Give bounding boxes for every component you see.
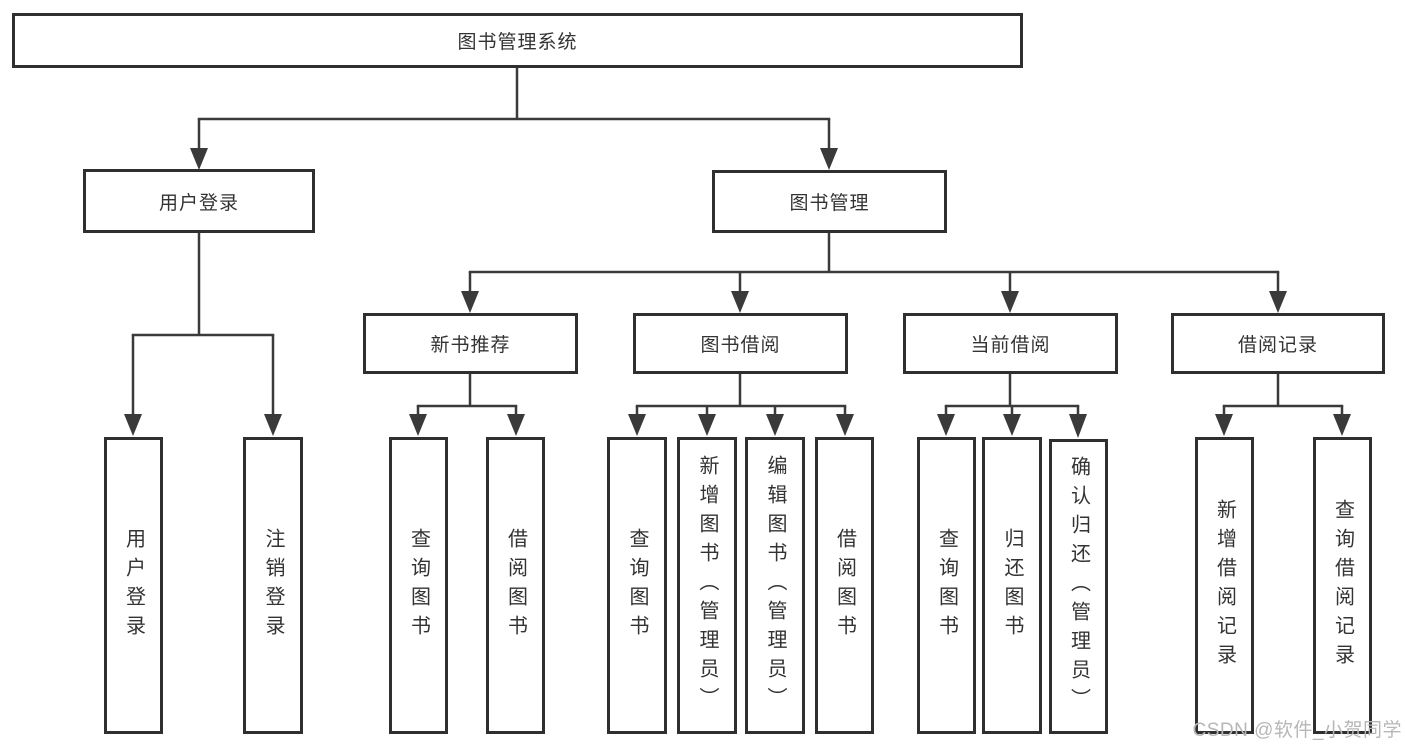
- arrowheads: [124, 148, 1351, 438]
- leaf-borrow-add-books-admin: 新增图书（管理员）: [677, 437, 737, 734]
- leaf-current-query-books: 查询图书: [917, 437, 976, 734]
- node-new-book-recommend: 新书推荐: [363, 313, 578, 374]
- leaf-records-add-record: 新增借阅记录: [1195, 437, 1254, 734]
- node-borrow-records: 借阅记录: [1171, 313, 1385, 374]
- leaf-current-return-books: 归还图书: [982, 437, 1042, 734]
- leaf-logout: 注销登录: [243, 437, 303, 734]
- leaf-current-confirm-return-admin: 确认归还（管理员）: [1049, 439, 1108, 734]
- node-book-management: 图书管理: [712, 170, 947, 233]
- leaf-borrow-edit-books-admin: 编辑图书（管理员）: [745, 437, 805, 734]
- node-user-login: 用户登录: [83, 169, 315, 233]
- csdn-watermark: CSDN @软件_小贺同学: [1192, 720, 1402, 741]
- leaf-newbook-borrow-books: 借阅图书: [486, 437, 545, 734]
- leaf-borrow-query-books: 查询图书: [607, 437, 667, 734]
- node-book-borrowing: 图书借阅: [633, 313, 848, 374]
- leaf-newbook-query-books: 查询图书: [389, 437, 448, 734]
- leaf-user-login: 用户登录: [104, 437, 163, 734]
- leaf-records-query-record: 查询借阅记录: [1313, 437, 1372, 734]
- leaf-borrow-borrow-books: 借阅图书: [815, 437, 874, 734]
- node-library-system: 图书管理系统: [12, 13, 1023, 68]
- node-current-borrowing: 当前借阅: [903, 313, 1118, 374]
